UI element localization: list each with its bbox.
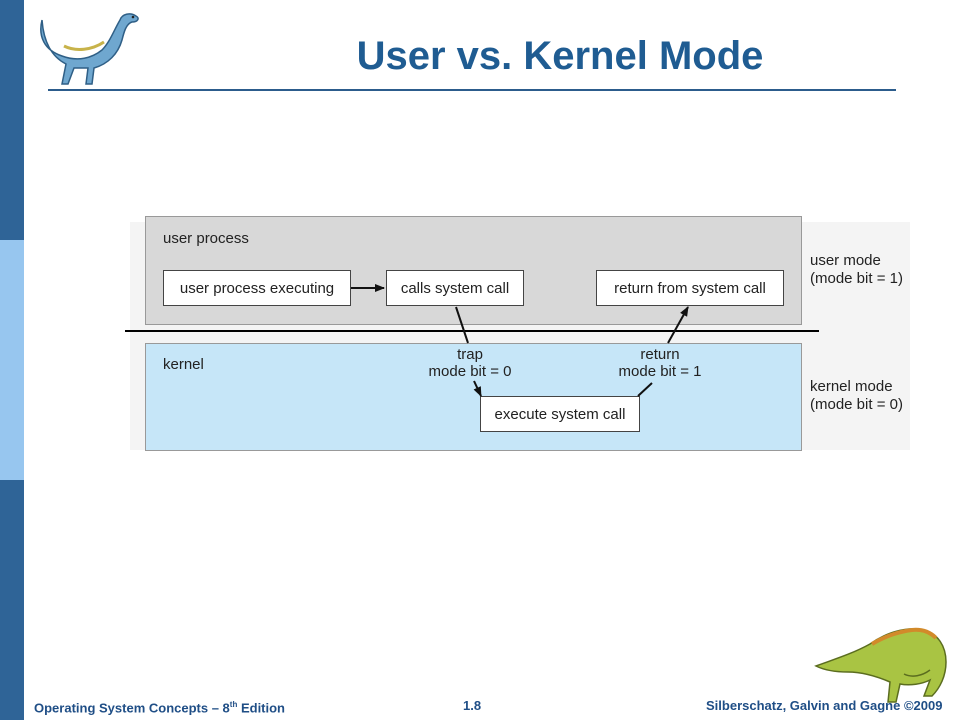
footer-book-title-prefix: Operating System Concepts – 8 (34, 700, 230, 716)
user-mode-line1: user mode (810, 252, 881, 269)
dinosaur-logo-top (40, 13, 139, 85)
user-process-executing-box: user process executing (163, 270, 351, 306)
sidebar-top-band (0, 0, 24, 240)
calls-system-call-box: calls system call (386, 270, 524, 306)
page-number: 1.8 (463, 698, 482, 713)
trap-label-line2: mode bit = 0 (428, 363, 512, 380)
trap-label: trap mode bit = 0 (410, 346, 530, 380)
footer-book-title-suffix: Edition (237, 700, 286, 716)
return-label-line1: return (640, 346, 680, 363)
sidebar-bottom-band (0, 480, 24, 720)
footer-book-title-sup: th (229, 700, 238, 709)
dinosaur-logo-bottom (814, 627, 947, 703)
sidebar-middle-band (0, 240, 24, 480)
kernel-mode-line1: kernel mode (810, 378, 893, 395)
user-mode-label: user mode (mode bit = 1) (810, 252, 903, 288)
footer-copyright: Silberschatz, Galvin and Gagne ©2009 (706, 698, 943, 713)
slide-title: User vs. Kernel Mode (356, 34, 764, 78)
return-from-system-call-box: return from system call (596, 270, 784, 306)
user-process-label: user process (163, 230, 249, 247)
title-underline (48, 89, 896, 91)
mode-divider-line (125, 330, 819, 332)
execute-system-call-box: execute system call (480, 396, 640, 432)
return-label: return mode bit = 1 (600, 346, 720, 380)
kernel-mode-label: kernel mode (mode bit = 0) (810, 378, 903, 414)
kernel-mode-line2: (mode bit = 0) (810, 396, 903, 413)
footer-book-title: Operating System Concepts – 8th Edition (34, 700, 285, 715)
kernel-label: kernel (163, 356, 204, 373)
user-mode-line2: (mode bit = 1) (810, 270, 903, 287)
return-label-line2: mode bit = 1 (618, 363, 702, 380)
trap-label-line1: trap (457, 346, 483, 363)
kernel-panel (145, 343, 802, 451)
